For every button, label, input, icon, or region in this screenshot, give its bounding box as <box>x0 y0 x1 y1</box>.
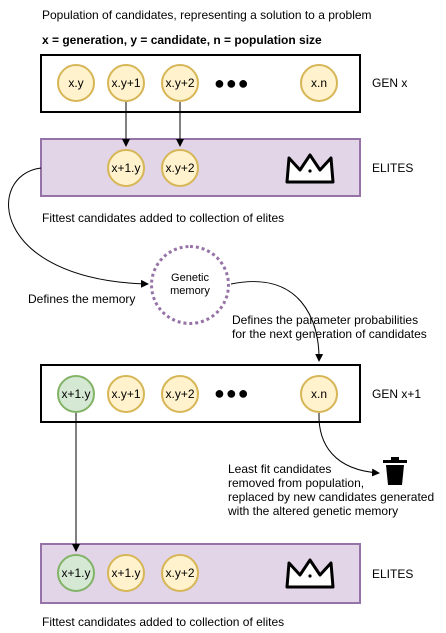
params-line-1: Defines the parameter probabilities <box>232 313 419 327</box>
node-x-y-plus-1: x.y+1 <box>107 64 145 102</box>
notation-legend: x = generation, y = candidate, n = popul… <box>42 33 322 47</box>
removal-line-2: removed from population, <box>228 476 365 490</box>
ellipsis: ●●● <box>214 73 250 93</box>
trash-icon <box>383 457 407 485</box>
elite-node-x-plus-1-y: x+1.y <box>107 554 145 592</box>
elite-node-x-plus-1-y: x+1.y <box>107 149 145 187</box>
params-line-2: for the next generation of candidates <box>232 327 427 341</box>
node-x-y-plus-2: x.y+2 <box>161 64 199 102</box>
elites-label-2: ELITES <box>372 567 414 581</box>
genetic-memory: Genetic memory <box>150 245 230 325</box>
node-x-y: x.y <box>57 64 95 102</box>
node-x-n: x.n <box>300 375 338 413</box>
removal-line-1: Least fit candidates <box>228 462 332 476</box>
elite-node-x-y-plus-2: x.y+2 <box>161 554 199 592</box>
node-x-y-plus-1: x.y+1 <box>107 375 145 413</box>
elites-caption-2: Fittest candidates added to collection o… <box>42 615 285 629</box>
arrow-memory-to-next-gen <box>230 281 324 362</box>
ellipsis: ●●● <box>214 383 250 403</box>
elites-label: ELITES <box>372 161 414 175</box>
removal-line-3: replaced by new candidates generated <box>228 490 435 504</box>
gen-x-label: GEN x <box>372 76 408 90</box>
removal-line-4: with the altered genetic memory <box>228 504 399 518</box>
gen-x-plus-1-label: GEN x+1 <box>372 387 422 401</box>
defines-memory-label: Defines the memory <box>28 292 136 306</box>
node-x-n: x.n <box>300 64 338 102</box>
elite-node-new-x-plus-1-y: x+1.y <box>57 554 95 592</box>
memory-line-1: Genetic <box>171 272 209 284</box>
elites-caption: Fittest candidates added to collection o… <box>42 211 285 225</box>
node-x-y-plus-2: x.y+2 <box>161 375 199 413</box>
new-node-x-plus-1-y: x+1.y <box>57 375 95 413</box>
elite-node-x-y-plus-2: x.y+2 <box>161 149 199 187</box>
diagram-title: Population of candidates, representing a… <box>42 8 372 22</box>
memory-line-2: memory <box>170 285 210 297</box>
crown-icon <box>285 558 335 589</box>
arrow-elites-to-memory <box>8 167 149 288</box>
crown-icon <box>285 153 335 184</box>
arrow-to-trash <box>318 412 380 477</box>
